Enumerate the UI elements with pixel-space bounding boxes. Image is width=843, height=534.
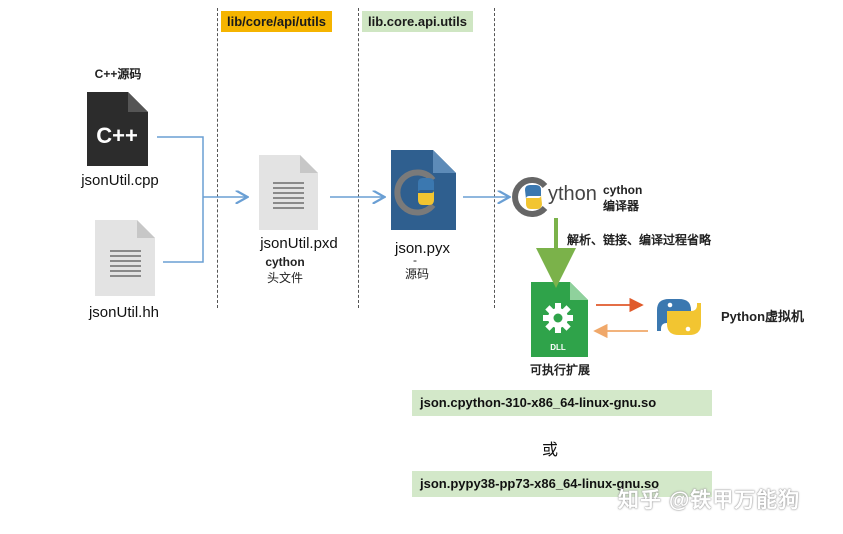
watermark-text: 知乎 @铁甲万能狗 [618, 489, 801, 512]
pxd-file-name: jsonUtil.pxd [260, 235, 338, 252]
arrows [157, 136, 648, 339]
cython-label-line2: 编译器 [603, 199, 640, 213]
dll-caption: 可执行扩展 [529, 363, 590, 377]
gear-icon [543, 303, 573, 333]
pxd-caption-line2: 头文件 [266, 271, 303, 285]
hh-file-icon [95, 220, 155, 296]
dll-file-icon: DLL [531, 282, 588, 357]
column-divider-1 [217, 8, 218, 308]
python-vm-label: Python虚拟机 [721, 309, 805, 324]
pxd-caption-line1: cython [265, 255, 305, 269]
output-cpython-so: json.cpython-310-x86_64-linux-gnu.so [412, 390, 712, 416]
pxd-file-icon [259, 155, 318, 230]
dll-icon-text: DLL [550, 343, 566, 352]
column-divider-3 [494, 8, 495, 308]
cpp-icon-text: C++ [96, 123, 138, 148]
cpp-source-caption: C++源码 [94, 67, 142, 81]
cython-logo-icon [512, 177, 548, 217]
compile-step-note: 解析、链接、编译过程省略 [567, 233, 712, 247]
output-pypy-so: json.pypy38-pp73-x86_64-linux-gnu.so [412, 471, 712, 497]
pxd-path-tag: lib/core/api/utils [221, 11, 332, 32]
cython-label-line1: cython [603, 183, 643, 197]
cython-logo-text: ython [548, 183, 597, 205]
pyx-caption-line1: - [413, 253, 417, 267]
column-divider-2 [358, 8, 359, 308]
pyx-module-tag: lib.core.api.utils [362, 11, 473, 32]
cpp-file-icon: C++ [87, 92, 148, 166]
hh-file-name: jsonUtil.hh [88, 304, 160, 321]
cpp-file-name: jsonUtil.cpp [81, 172, 159, 189]
pyx-file-icon [391, 150, 456, 230]
pyx-caption-line2: 源码 [404, 267, 429, 281]
python-logo-icon [657, 299, 701, 335]
or-text: 或 [542, 442, 559, 459]
pyx-file-name: json.pyx [394, 240, 451, 257]
